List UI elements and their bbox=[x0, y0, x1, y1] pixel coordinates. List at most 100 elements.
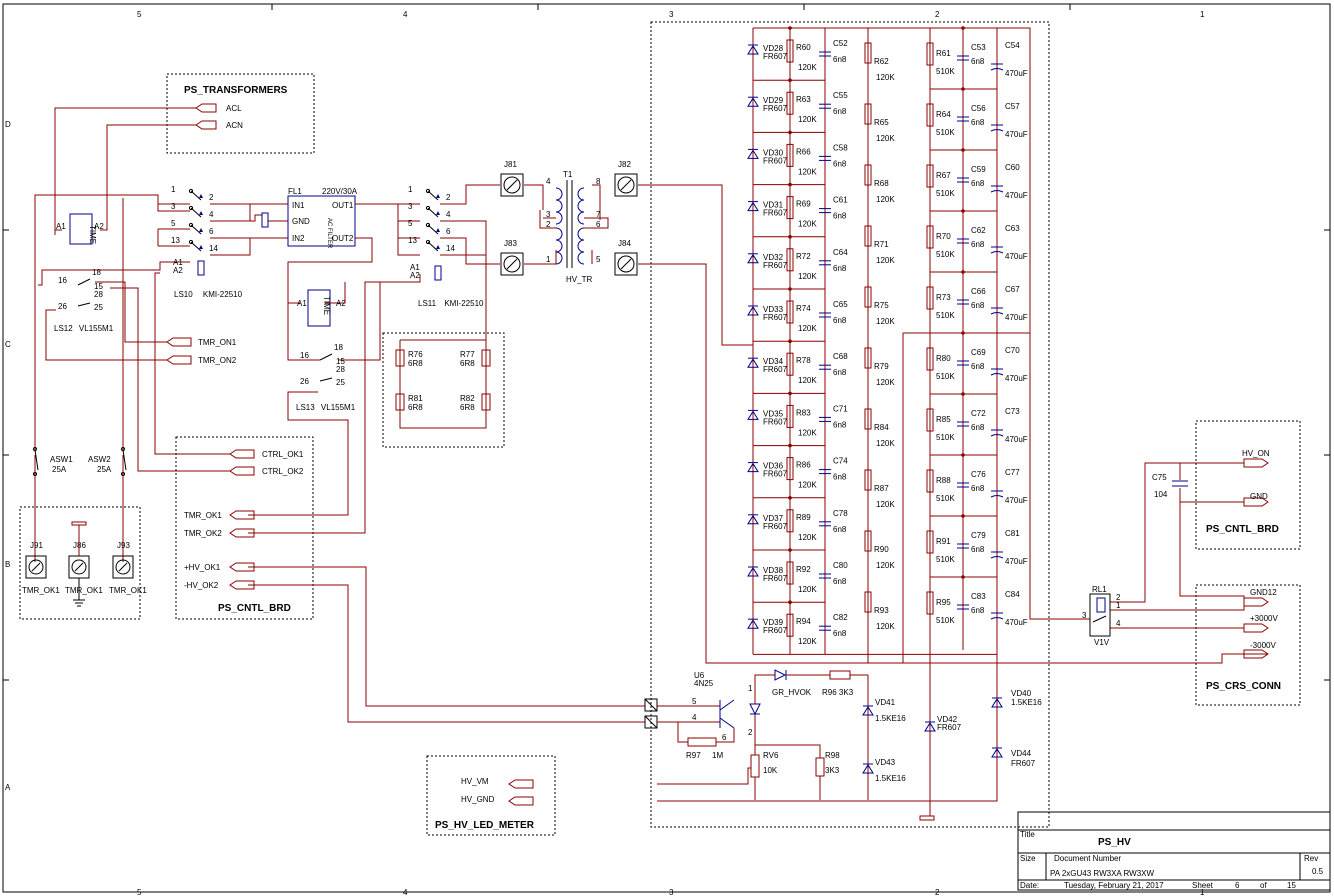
hv-transformer bbox=[524, 180, 1268, 664]
vd44-ref: VD44 bbox=[1011, 749, 1032, 758]
R64-ref: R64 bbox=[936, 110, 951, 119]
time-b-a1: A1 bbox=[297, 299, 307, 308]
vd42-ref: VD42 bbox=[937, 715, 958, 724]
R79-body bbox=[864, 347, 872, 369]
ls10g-pin-3: 3 bbox=[171, 202, 176, 211]
R95-val: 510K bbox=[936, 616, 955, 625]
VD33-symbol bbox=[747, 306, 759, 316]
ls11g-pin-14: 14 bbox=[446, 244, 455, 253]
jack-J86-screw bbox=[71, 559, 87, 575]
VD37-symbol bbox=[747, 514, 759, 525]
R78-val: 120K bbox=[798, 376, 817, 385]
ls10g-pin-2: 2 bbox=[209, 193, 214, 202]
ladder-node-7 bbox=[788, 391, 792, 396]
pin-hv-vm: HV_VM bbox=[461, 777, 489, 786]
VD33-ref: VD33 bbox=[763, 305, 784, 314]
C58-ref: C58 bbox=[833, 143, 848, 152]
R62-body bbox=[864, 42, 872, 64]
fl1-in2: IN2 bbox=[292, 234, 305, 243]
R71-val: 120K bbox=[876, 256, 895, 265]
pin-ctrl-ok2: CTRL_OK2 bbox=[262, 467, 304, 476]
ls12g-blade2 bbox=[77, 302, 91, 307]
u6-part: 4N25 bbox=[694, 679, 714, 688]
VD28-val: FR607 bbox=[763, 52, 788, 61]
C81-plate2 bbox=[990, 556, 1004, 559]
VD29-symbol bbox=[747, 97, 759, 107]
J81-screw bbox=[503, 176, 521, 194]
C84-plate2 bbox=[990, 617, 1004, 620]
VD28-symbol bbox=[747, 45, 759, 55]
ls11g-arrow-0 bbox=[436, 194, 440, 198]
C74-ref: C74 bbox=[833, 457, 848, 466]
R75-body bbox=[864, 286, 872, 308]
R64-val: 510K bbox=[936, 128, 955, 137]
jack-J93-body bbox=[112, 555, 134, 579]
ls10g-coil bbox=[197, 260, 205, 276]
ls11g-contact-0 bbox=[425, 188, 431, 194]
J82-body bbox=[614, 173, 638, 197]
R94-body bbox=[786, 613, 794, 637]
C52-val: 6n8 bbox=[833, 55, 847, 64]
C76-val: 6n8 bbox=[971, 484, 985, 493]
r76-ref: R76 bbox=[408, 350, 423, 359]
jack-J93-slot bbox=[118, 562, 128, 572]
zone-row-C: C bbox=[5, 340, 11, 349]
R89-val: 120K bbox=[798, 533, 817, 542]
protection-diodes bbox=[862, 697, 1003, 774]
vd43-val: 1.5KE16 bbox=[875, 774, 906, 783]
ladder-node-right-4 bbox=[961, 270, 965, 274]
C73-val: 470uF bbox=[1005, 435, 1028, 444]
ls12g-p15: 15 bbox=[94, 282, 103, 291]
tb-rev: 0.5 bbox=[1312, 867, 1324, 876]
C67-plate2 bbox=[990, 312, 1004, 315]
C73-ref: C73 bbox=[1005, 407, 1020, 416]
jack-J91-ref: J91 bbox=[30, 541, 43, 550]
c75-ref: C75 bbox=[1152, 473, 1167, 482]
pin-minus-3000v: -3000V bbox=[1250, 641, 1276, 650]
C84-val: 470uF bbox=[1005, 618, 1028, 627]
ls10g-pin-13: 13 bbox=[171, 236, 180, 245]
R88-ref: R88 bbox=[936, 476, 951, 485]
ls10g-a1: A1 bbox=[173, 258, 183, 267]
VD32-ref: VD32 bbox=[763, 253, 784, 262]
C59-ref: C59 bbox=[971, 165, 986, 174]
J81-ref: J81 bbox=[504, 160, 517, 169]
C60-ref: C60 bbox=[1005, 163, 1020, 172]
ladder-node-right-6 bbox=[961, 392, 965, 396]
vd44-val: FR607 bbox=[1011, 759, 1036, 768]
ls10g-contact-3 bbox=[188, 239, 194, 245]
C73-plate2 bbox=[990, 434, 1004, 437]
VD33-val: FR607 bbox=[763, 313, 788, 322]
C55-val: 6n8 bbox=[833, 107, 847, 116]
zone-col-bottom-5: 5 bbox=[137, 888, 142, 896]
fl1-in1: IN1 bbox=[292, 201, 305, 210]
R63-ref: R63 bbox=[796, 95, 811, 104]
VD30-symbol bbox=[747, 149, 759, 159]
r81-val: 6R8 bbox=[408, 403, 423, 412]
J82-slot bbox=[620, 179, 632, 191]
R72-body bbox=[786, 248, 794, 272]
R93-val: 120K bbox=[876, 622, 895, 631]
ladder-node-6 bbox=[788, 339, 792, 344]
tb-of-label: of bbox=[1260, 881, 1267, 890]
R84-val: 120K bbox=[876, 439, 895, 448]
pin-tmr-on1: TMR_ON1 bbox=[198, 338, 237, 347]
pin-hv-on: HV_ON bbox=[1242, 449, 1270, 458]
vd42-val: FR607 bbox=[937, 723, 962, 732]
R86-body bbox=[786, 457, 794, 481]
J84-ref: J84 bbox=[618, 239, 631, 248]
R89-ref: R89 bbox=[796, 513, 811, 522]
ps-crs-conn-title: PS_CRS_CONN bbox=[1206, 681, 1281, 692]
VD37-ref: VD37 bbox=[763, 514, 784, 523]
ls10g-contact-1 bbox=[188, 205, 194, 211]
fl1-out1: OUT1 bbox=[332, 201, 354, 210]
C77-ref: C77 bbox=[1005, 468, 1020, 477]
R83-ref: R83 bbox=[796, 408, 811, 417]
R83-val: 120K bbox=[798, 428, 817, 437]
u6-ref: U6 bbox=[694, 671, 705, 680]
R70-ref: R70 bbox=[936, 232, 951, 241]
pin-hv-gnd: HV_GND bbox=[461, 795, 495, 804]
zone-col-bottom-1: 1 bbox=[1200, 888, 1205, 896]
t1-name: HV_TR bbox=[566, 275, 592, 284]
